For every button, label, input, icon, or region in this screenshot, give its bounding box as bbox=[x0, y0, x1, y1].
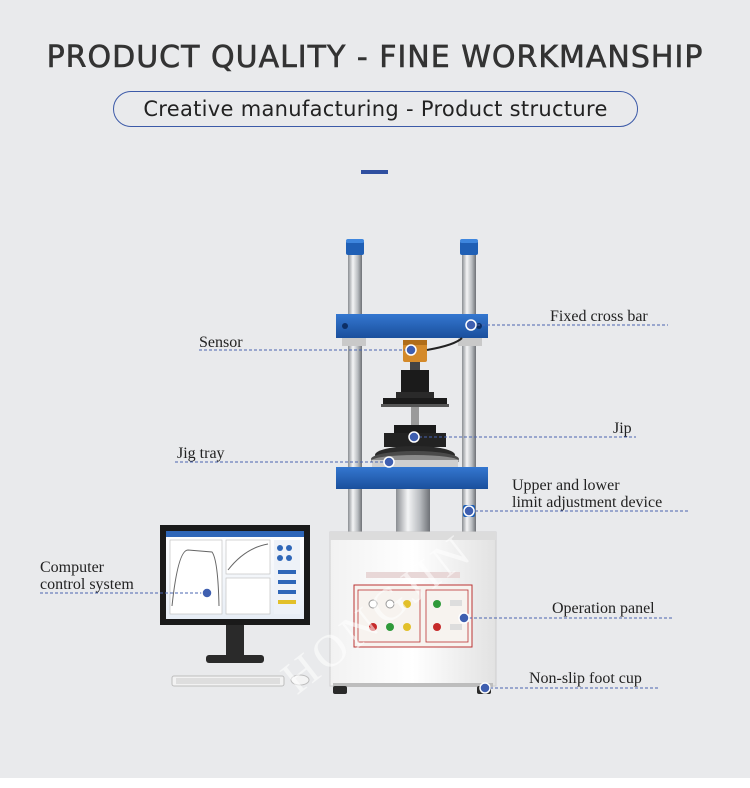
label-computer-line2: control system bbox=[40, 576, 134, 593]
dot-fixed-cross-bar bbox=[465, 319, 477, 331]
page-subtitle: Creative manufacturing - Product structu… bbox=[143, 97, 608, 121]
label-jip: Jip bbox=[613, 420, 632, 437]
bottom-strip bbox=[0, 778, 750, 788]
subtitle-pill: Creative manufacturing - Product structu… bbox=[113, 91, 638, 127]
dot-sensor bbox=[405, 344, 417, 356]
label-jig-tray: Jig tray bbox=[177, 445, 225, 462]
callout-dots bbox=[201, 319, 491, 694]
dot-foot-cup bbox=[479, 682, 491, 694]
label-computer-line1: Computer bbox=[40, 559, 104, 576]
label-sensor: Sensor bbox=[199, 334, 243, 351]
label-limit-line1: Upper and lower bbox=[512, 477, 620, 494]
accent-divider bbox=[361, 170, 388, 174]
callout-lines bbox=[40, 324, 690, 689]
label-limit-line2: limit adjustment device bbox=[512, 494, 663, 511]
moving-cross-beam bbox=[336, 467, 488, 537]
control-cabinet bbox=[329, 531, 497, 694]
label-foot-cup: Non-slip foot cup bbox=[529, 670, 642, 687]
page-title: PRODUCT QUALITY - FINE WORKMANSHIP bbox=[46, 40, 704, 76]
label-fixed-cross-bar: Fixed cross bar bbox=[550, 308, 648, 325]
dot-computer bbox=[201, 587, 213, 599]
dot-jip bbox=[408, 431, 420, 443]
label-operation-panel: Operation panel bbox=[552, 600, 655, 617]
dot-jig-tray bbox=[383, 456, 395, 468]
computer-monitor bbox=[160, 525, 310, 687]
upper-jig bbox=[381, 370, 449, 425]
fixed-cross-bar bbox=[336, 314, 488, 346]
dot-operation-panel bbox=[458, 612, 470, 624]
dot-limit-device bbox=[463, 505, 475, 517]
